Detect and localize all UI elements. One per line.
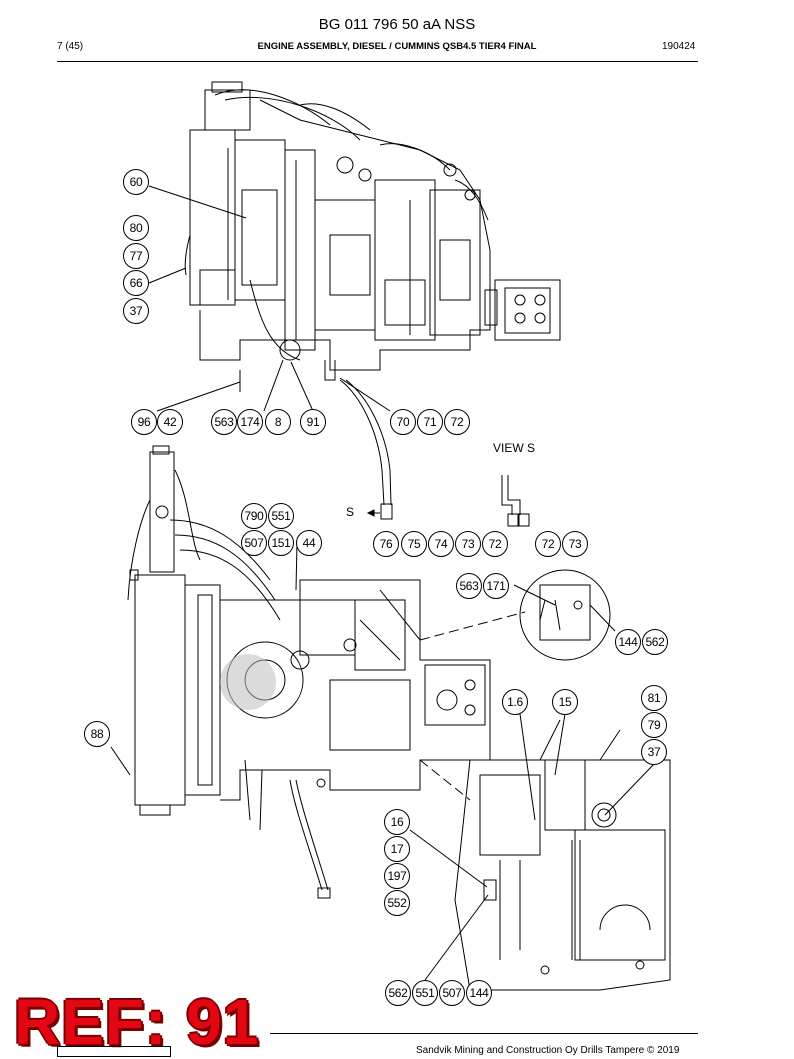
callout: 507 <box>439 980 465 1006</box>
callout: 151 <box>268 530 294 556</box>
leader-lines <box>110 185 655 981</box>
page-number: 7 (45) <box>57 41 84 52</box>
callout: 562 <box>642 629 668 655</box>
footer-rule <box>270 1033 698 1034</box>
footer-logo <box>57 1046 171 1057</box>
view-s-detail <box>366 475 530 527</box>
footer-copyright: Sandvik Mining and Construction Oy Drill… <box>416 1045 680 1056</box>
revision-date: 190424 <box>662 41 696 52</box>
callout: 144 <box>615 629 641 655</box>
header-rule <box>57 61 698 62</box>
callout: 88 <box>84 721 110 747</box>
callout: 42 <box>157 409 183 435</box>
callout: 72 <box>535 531 561 557</box>
callout: 15 <box>552 689 578 715</box>
view-s-arrow-label: S <box>346 505 355 519</box>
assembly-title: ENGINE ASSEMBLY, DIESEL / CUMMINS QSB4.5… <box>257 41 537 52</box>
callout: 174 <box>237 409 263 435</box>
detail-circle-upper <box>519 569 611 661</box>
callout: 552 <box>384 890 410 916</box>
callout: 80 <box>123 215 149 241</box>
callout: 790 <box>241 503 267 529</box>
callout: 91 <box>300 409 326 435</box>
callout: 17 <box>384 836 410 862</box>
callout: 75 <box>401 531 427 557</box>
callout: 1.6 <box>502 689 528 715</box>
callout: 72 <box>482 531 508 557</box>
callout: 71 <box>417 409 443 435</box>
callout: 8 <box>265 409 291 435</box>
callout: 551 <box>412 980 438 1006</box>
callout: 562 <box>385 980 411 1006</box>
callout: 81 <box>641 685 667 711</box>
callout: 74 <box>428 531 454 557</box>
callout: 551 <box>268 503 294 529</box>
callout: 73 <box>562 531 588 557</box>
engine-top-view <box>184 81 561 520</box>
document-title: BG 011 796 50 aA NSS <box>318 16 476 33</box>
callout: 563 <box>456 573 482 599</box>
callout: 144 <box>466 980 492 1006</box>
callout: 16 <box>384 809 410 835</box>
callout: 60 <box>123 169 149 195</box>
callout: 79 <box>641 712 667 738</box>
callout: 96 <box>131 409 157 435</box>
callout: 37 <box>123 298 149 324</box>
callout: 44 <box>296 530 322 556</box>
callout: 72 <box>444 409 470 435</box>
callout: 37 <box>641 739 667 765</box>
callout: 507 <box>241 530 267 556</box>
callout: 77 <box>123 243 149 269</box>
callout: 70 <box>390 409 416 435</box>
callout: 563 <box>211 409 237 435</box>
callout: 66 <box>123 270 149 296</box>
callout: 76 <box>373 531 399 557</box>
view-s-label: VIEW S <box>493 441 536 455</box>
callout: 171 <box>483 573 509 599</box>
engine-front-view <box>127 445 491 899</box>
callout: 73 <box>455 531 481 557</box>
callout: 197 <box>384 863 410 889</box>
detail-circle-lower <box>454 719 671 991</box>
